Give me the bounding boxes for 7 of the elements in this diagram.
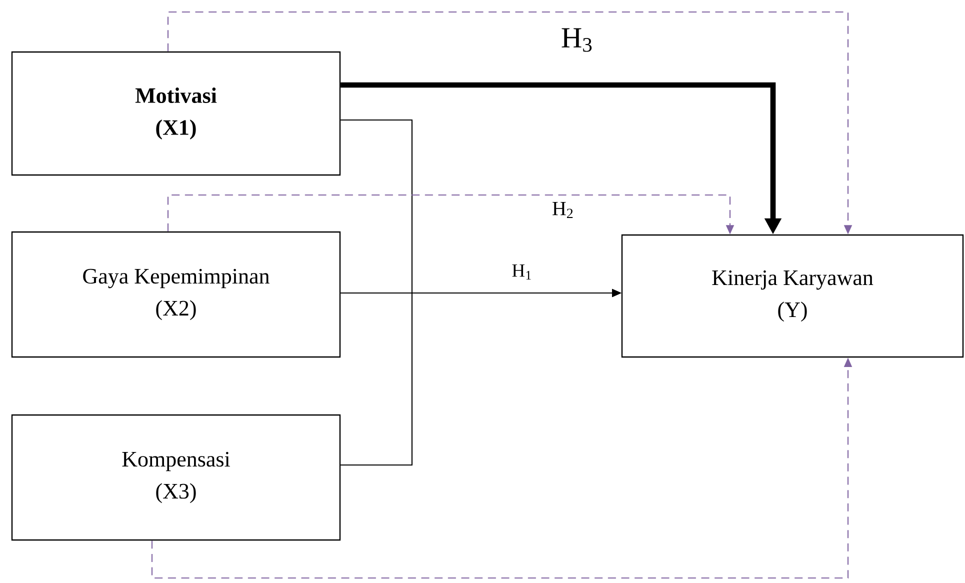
edge-label: H$_{1}$ [510,263,534,281]
box: Motivasi (X1) [11,51,341,176]
edge-label: H$_{2}$ [550,200,576,220]
box: Gaya Kepemimpinan (X2) [11,231,341,358]
box: Kinerja Karyawan (Y) [621,234,964,358]
edge-label: H$_{3}$ [560,26,594,54]
box: Kompensasi (X3) [11,414,341,541]
